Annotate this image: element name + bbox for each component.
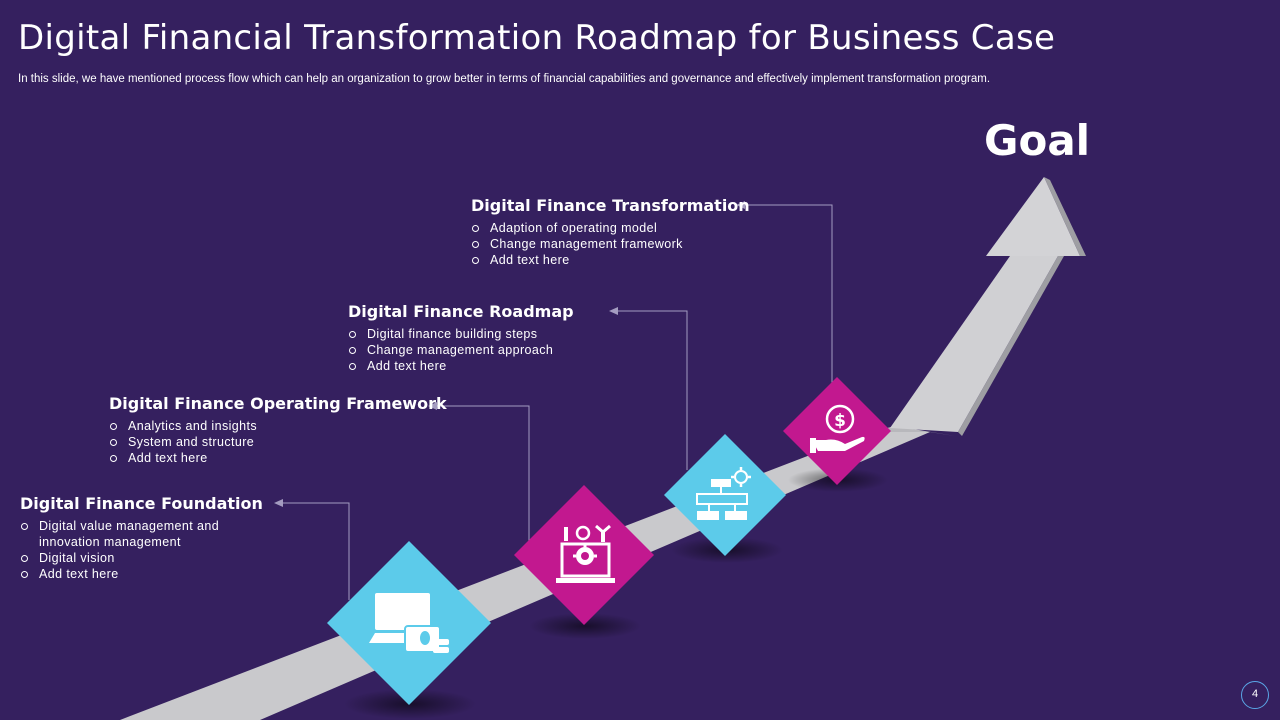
goal-arrowhead-side bbox=[1044, 177, 1086, 256]
laptop-gear-tools-icon bbox=[556, 524, 615, 583]
connector-3 bbox=[617, 310, 688, 470]
bullet-item: Change management approach bbox=[348, 342, 668, 358]
connector-1 bbox=[282, 502, 350, 600]
bullet-item: Adaption of operating model bbox=[471, 220, 791, 236]
bullet-item: System and structure bbox=[109, 434, 429, 450]
slide-title: Digital Financial Transformation Roadmap… bbox=[18, 18, 1056, 58]
stage-roadmap: Digital Finance Roadmap Digital finance … bbox=[348, 302, 668, 374]
stage-bullets: Digital value management and innovation … bbox=[20, 518, 235, 582]
connector-2 bbox=[436, 405, 530, 545]
goal-arrowhead bbox=[986, 177, 1080, 256]
bullet-item: Add text here bbox=[109, 450, 429, 466]
arrow-shaft-side bbox=[958, 256, 1064, 436]
bullet-item: Digital finance building steps bbox=[348, 326, 668, 342]
arrow-shaft bbox=[890, 256, 1058, 432]
bullet-item: Change management framework bbox=[471, 236, 791, 252]
connector-arrowheads bbox=[274, 201, 745, 507]
stage-title: Digital Finance Roadmap bbox=[348, 302, 574, 321]
road-edge bbox=[870, 426, 955, 436]
shadow-2 bbox=[529, 613, 641, 639]
connector-lines bbox=[282, 204, 833, 600]
laptop-wallet-icon bbox=[369, 593, 449, 653]
stage-foundation: Digital Finance Foundation Digital value… bbox=[20, 494, 263, 582]
connector-4 bbox=[744, 204, 833, 385]
bullet-item: Digital value management and innovation … bbox=[20, 518, 235, 550]
stage-operating-framework: Digital Finance Operating Framework Anal… bbox=[109, 394, 447, 466]
stage-transformation: Digital Finance Transformation Adaption … bbox=[471, 196, 791, 268]
page-number: 4 bbox=[1241, 681, 1269, 709]
goal-label: Goal bbox=[984, 116, 1091, 165]
bullet-item: Digital vision bbox=[20, 550, 235, 566]
bullet-item: Add text here bbox=[348, 358, 668, 374]
bullet-item: Add text here bbox=[20, 566, 235, 582]
stage-bullets: Adaption of operating model Change manag… bbox=[471, 220, 791, 268]
stage-title: Digital Finance Operating Framework bbox=[109, 394, 447, 413]
hand-dollar-icon: $ bbox=[810, 404, 865, 453]
stage-title: Digital Finance Transformation bbox=[471, 196, 750, 215]
stage-title: Digital Finance Foundation bbox=[20, 494, 263, 513]
bullet-item: Analytics and insights bbox=[109, 418, 429, 434]
slide-subtitle: In this slide, we have mentioned process… bbox=[18, 73, 991, 85]
bullet-item: Add text here bbox=[471, 252, 791, 268]
stage-bullets: Digital finance building steps Change ma… bbox=[348, 326, 668, 374]
svg-text:$: $ bbox=[834, 411, 846, 431]
hierarchy-gear-icon bbox=[696, 467, 751, 520]
stage-bullets: Analytics and insights System and struct… bbox=[109, 418, 429, 466]
